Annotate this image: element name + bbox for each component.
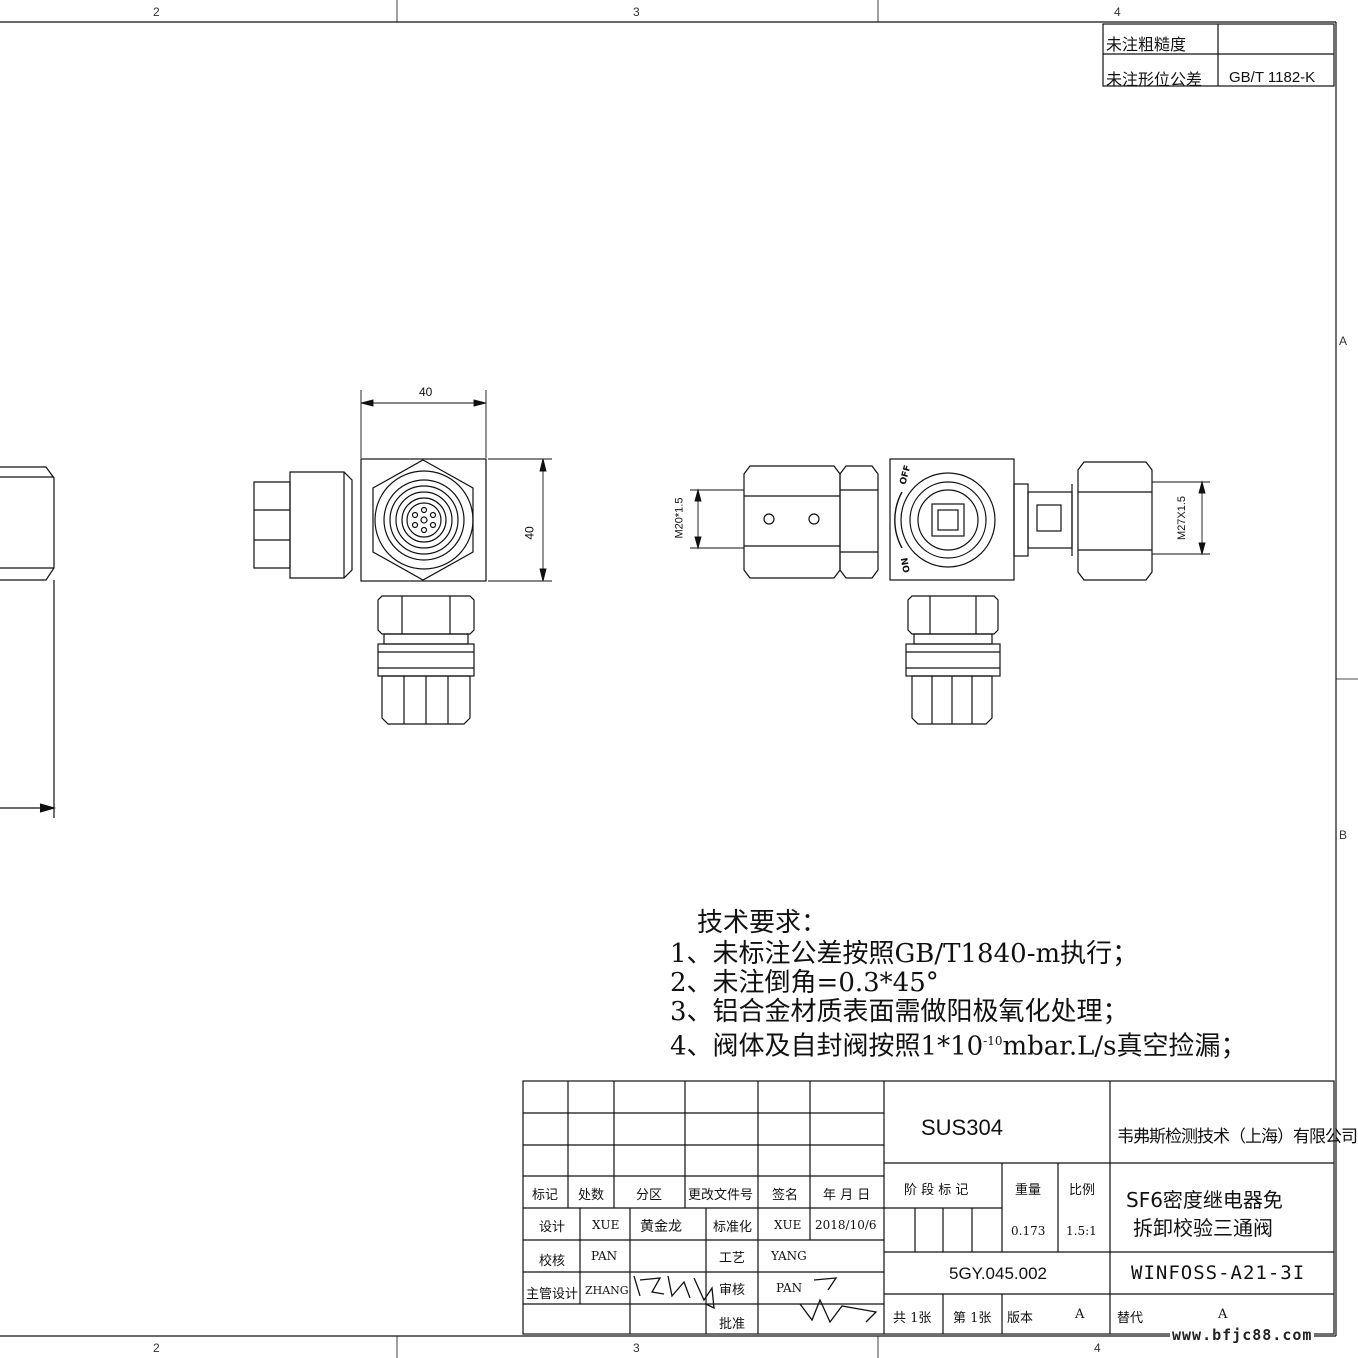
check-name: PAN [591, 1249, 618, 1263]
model-number: WINFOSS-A21-3I [1131, 1262, 1306, 1284]
signature-scribbles [633, 1275, 878, 1324]
tolerance-row2-label: 未注形位公差 [1106, 70, 1203, 89]
stage-label: 阶 段 标 记 [904, 1183, 969, 1198]
header-change-doc: 更改文件号 [688, 1188, 754, 1203]
replace-label: 替代 [1117, 1311, 1144, 1326]
chief-name: ZHANG [585, 1284, 629, 1297]
tech-requirement-item-3: 3、铝合金材质表面需做阳极氧化处理； [670, 997, 1129, 1027]
side-view [690, 458, 1210, 725]
scale-value: 1.5:1 [1066, 1224, 1097, 1238]
review-name: PAN [776, 1281, 803, 1295]
dim-width-label: 40 [419, 385, 433, 399]
tech-requirement-item-2: 2、未注倒角=0.3*45° [670, 968, 939, 998]
partial-left-view [0, 466, 57, 818]
review-label: 审核 [719, 1283, 746, 1298]
std-name: XUE [774, 1218, 802, 1232]
sheets-total: 共 1张 [893, 1311, 932, 1326]
watermark-text: www.bfjc88.com [1170, 1326, 1315, 1344]
item4-prefix: 4、阀体及自封阀按照1*10 [670, 1031, 984, 1062]
tolerance-row2-value: GB/T 1182-K [1229, 69, 1316, 86]
header-date: 年 月 日 [823, 1188, 871, 1203]
dim-thread-m27 [1152, 480, 1210, 556]
dim-thread-m20 [690, 488, 744, 550]
weight-label: 重量 [1015, 1183, 1042, 1198]
tech-requirement-item-1: 1、未标注公差按照GB/T1840-m执行； [670, 939, 1139, 969]
approve-label: 批准 [719, 1317, 746, 1332]
company-name: 韦弗斯检测技术（上海）有限公司 [1117, 1127, 1358, 1147]
dim-width-40 [360, 390, 487, 458]
zone-label-right-a: A [1339, 334, 1348, 348]
tolerance-box [1102, 23, 1335, 87]
std-label: 标准化 [713, 1220, 753, 1235]
zone-label-top-3: 3 [633, 5, 640, 19]
material: SUS304 [921, 1115, 1003, 1140]
zone-label-bottom-4: 4 [1094, 1341, 1101, 1355]
craft-name: YANG [771, 1249, 807, 1263]
tech-requirements-title: 技术要求： [697, 908, 828, 938]
version-value: A [1075, 1307, 1085, 1322]
design-name-cn: 黄金龙 [640, 1219, 682, 1235]
zone-label-bottom-3: 3 [633, 1341, 640, 1355]
header-signature: 签名 [772, 1188, 799, 1203]
dim-thread-right-label: M27X1.5 [1176, 495, 1189, 541]
check-label: 校核 [539, 1254, 566, 1269]
header-mark: 标记 [532, 1188, 559, 1203]
craft-label: 工艺 [719, 1251, 746, 1266]
zone-label-top-4: 4 [1114, 5, 1121, 19]
design-name: XUE [592, 1218, 620, 1232]
front-view [253, 390, 552, 725]
dim-height-40 [488, 458, 552, 582]
dim-height-label: 40 [522, 526, 537, 540]
zone-label-bottom-2: 2 [153, 1341, 160, 1355]
drawing-number: 5GY.045.002 [949, 1264, 1047, 1283]
scale-label: 比例 [1069, 1183, 1096, 1198]
replace-value: A [1218, 1307, 1228, 1322]
design-label: 设计 [539, 1220, 566, 1235]
zone-label-top-2: 2 [153, 5, 160, 19]
part-name-line2: 拆卸校验三通阀 [1133, 1216, 1273, 1240]
dim-thread-left-label: M20*1.5 [673, 497, 686, 539]
tolerance-row1-label: 未注粗糙度 [1106, 35, 1187, 54]
item4-suffix: mbar.L/s真空捡漏； [1002, 1031, 1247, 1062]
sheet-number: 第 1张 [953, 1311, 992, 1326]
header-count: 处数 [578, 1188, 605, 1203]
title-block-grid [522, 1080, 1335, 1335]
tech-requirement-item-4: 4、阀体及自封阀按照1*10-10mbar.L/s真空捡漏； [670, 1027, 1247, 1062]
weight-value: 0.173 [1011, 1224, 1046, 1238]
item4-exponent: -10 [983, 1034, 1003, 1048]
version-label: 版本 [1007, 1311, 1034, 1326]
part-name-line1: SF6密度继电器免 [1126, 1188, 1283, 1212]
zone-label-right-b: B [1339, 828, 1348, 842]
chief-label: 主管设计 [526, 1287, 579, 1302]
design-date: 2018/10/6 [815, 1218, 877, 1232]
header-zone: 分区 [636, 1188, 663, 1203]
